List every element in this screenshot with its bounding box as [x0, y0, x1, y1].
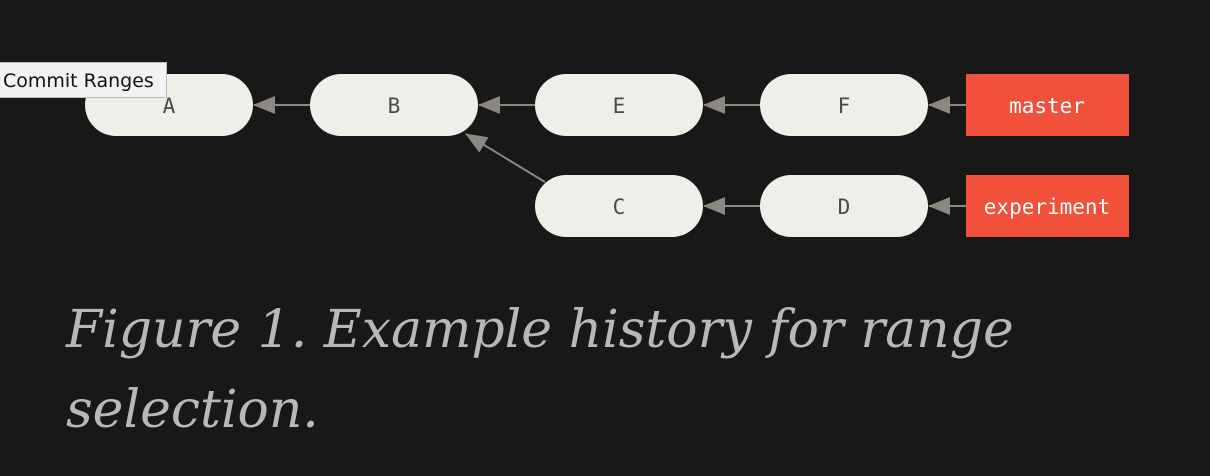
commit-D: D — [760, 175, 928, 237]
commit-E: E — [535, 74, 703, 136]
commit-F: F — [760, 74, 928, 136]
commit-E-label: E — [613, 94, 626, 118]
commit-history-diagram: A B E F C D master experiment — [85, 74, 1129, 237]
commit-F-label: F — [838, 94, 851, 118]
commit-C: C — [535, 175, 703, 237]
commit-B-label: B — [388, 94, 401, 118]
branch-master: master — [966, 74, 1129, 136]
branch-experiment: experiment — [966, 175, 1129, 237]
tooltip: Commit Ranges — [0, 62, 167, 98]
commit-C-label: C — [613, 195, 626, 219]
edges-layer — [253, 96, 966, 215]
commit-B: B — [310, 74, 478, 136]
commit-D-label: D — [838, 195, 851, 219]
branch-experiment-label: experiment — [984, 195, 1110, 219]
branch-master-label: master — [1009, 94, 1085, 118]
figure-caption: Figure 1. Example history for range sele… — [66, 300, 1014, 440]
edge-C-B — [465, 133, 546, 183]
commit-A-label: A — [163, 94, 176, 118]
